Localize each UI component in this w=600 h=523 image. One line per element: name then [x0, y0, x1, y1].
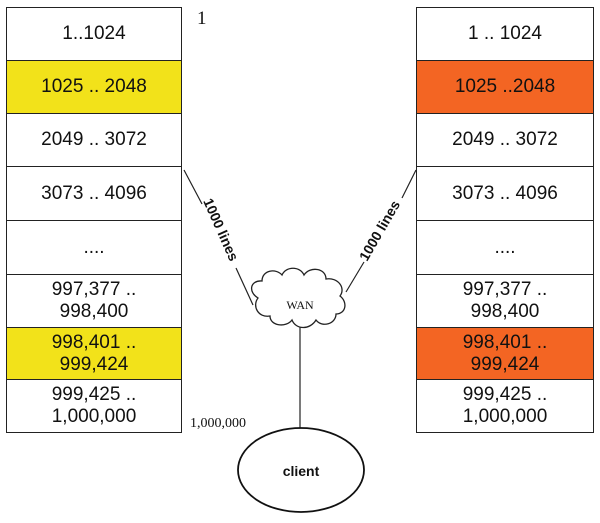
left-block-2: 1025 .. 2048: [7, 61, 181, 114]
right-link-label: 1000 lines: [356, 197, 403, 263]
block-range: 998,401 ..999,424: [462, 331, 548, 375]
right-block-6: 997,377 ..998,400: [417, 275, 593, 328]
block-range: 997,377 ..998,400: [51, 279, 137, 322]
left-file-blocks: 1..1024 1025 .. 2048 2049 .. 3072 3073 .…: [6, 7, 182, 433]
left-block-8: 999,425 ..1,000,000: [7, 380, 181, 432]
right-block-4: 3073 .. 4096: [417, 167, 593, 221]
left-block-3: 2049 .. 3072: [7, 114, 181, 167]
block-range: ....: [494, 236, 516, 258]
block-range: 1..1024: [62, 23, 126, 44]
block-range: 2049 .. 3072: [452, 129, 558, 150]
right-block-2: 1025 ..2048: [417, 61, 593, 114]
block-range: 1025 ..2048: [454, 76, 556, 97]
block-range: 1025 .. 2048: [41, 76, 147, 97]
left-link-line-lower: [235, 267, 254, 306]
wan-cloud-icon: [251, 267, 346, 329]
right-link-line-upper: [401, 169, 417, 199]
block-range: ....: [83, 236, 105, 258]
left-block-7: 998,401 ..999,424: [7, 328, 181, 380]
wan-label: WAN: [286, 298, 314, 312]
right-file-blocks: 1 .. 1024 1025 ..2048 2049 .. 3072 3073 …: [416, 7, 594, 433]
block-range: 2049 .. 3072: [41, 129, 147, 150]
left-block-6: 997,377 ..998,400: [7, 275, 181, 328]
left-link-label: 1000 lines: [200, 196, 242, 264]
right-block-3: 2049 .. 3072: [417, 114, 593, 167]
left-link-line-upper: [183, 169, 203, 205]
block-range: 999,425 ..1,000,000: [51, 384, 137, 427]
client-label: client: [283, 463, 320, 479]
block-range: 998,401 ..999,424: [51, 331, 137, 375]
right-block-1: 1 .. 1024: [417, 8, 593, 61]
end-line-label: 1,000,000: [190, 416, 246, 431]
left-block-ellipsis: ....: [7, 221, 181, 275]
right-block-8: 999,425 ..1,000,000: [417, 380, 593, 432]
start-line-label: 1: [197, 8, 207, 29]
left-block-1: 1..1024: [7, 8, 181, 61]
client-node: [237, 427, 365, 513]
right-link-line-lower: [345, 261, 365, 293]
left-block-4: 3073 .. 4096: [7, 167, 181, 221]
block-range: 3073 .. 4096: [452, 182, 558, 204]
block-range: 1 .. 1024: [468, 23, 542, 44]
right-block-ellipsis: ....: [417, 221, 593, 275]
block-range: 3073 .. 4096: [41, 182, 147, 204]
block-range: 997,377 ..998,400: [462, 279, 548, 322]
block-range: 999,425 ..1,000,000: [462, 384, 548, 427]
right-block-7: 998,401 ..999,424: [417, 328, 593, 380]
